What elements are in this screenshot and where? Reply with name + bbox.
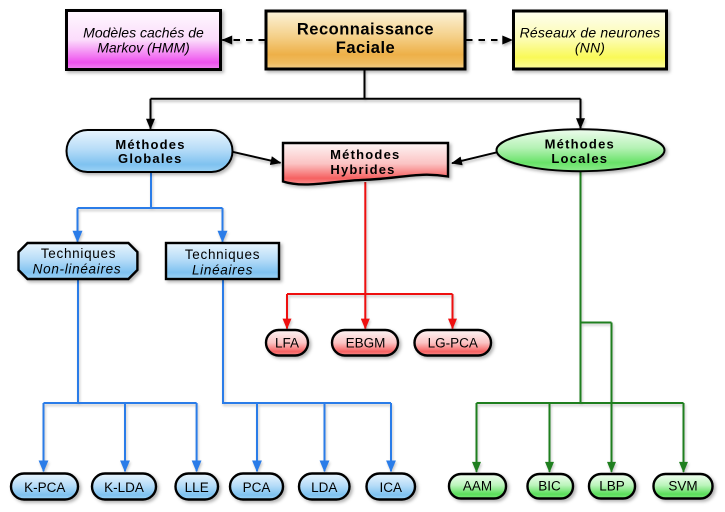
svg-text:ICA: ICA [379, 480, 402, 495]
svg-text:Méthodes: Méthodes [545, 137, 615, 152]
svg-text:PCA: PCA [243, 480, 271, 495]
svg-text:LDA: LDA [311, 480, 337, 495]
svg-text:Globales: Globales [118, 151, 183, 166]
svg-text:Linéaires: Linéaires [192, 263, 253, 278]
svg-text:EBGM: EBGM [346, 336, 386, 351]
svg-text:K-PCA: K-PCA [24, 480, 65, 495]
svg-text:Reconnaissance: Reconnaissance [297, 20, 434, 38]
svg-text:LLE: LLE [185, 480, 209, 495]
svg-text:Techniques: Techniques [41, 246, 116, 261]
svg-text:LFA: LFA [275, 336, 299, 351]
svg-text:Techniques: Techniques [185, 247, 260, 262]
svg-text:(NN): (NN) [575, 40, 605, 56]
svg-text:AAM: AAM [463, 478, 492, 493]
svg-text:Markov (HMM): Markov (HMM) [97, 40, 190, 56]
svg-text:Hybrides: Hybrides [330, 162, 395, 177]
svg-text:LBP: LBP [599, 478, 625, 493]
svg-text:K-LDA: K-LDA [104, 480, 144, 495]
svg-text:Modèles cachés de: Modèles cachés de [83, 24, 204, 40]
svg-text:Locales: Locales [551, 151, 608, 166]
svg-text:SVM: SVM [668, 478, 697, 493]
svg-text:Non-linéaires: Non-linéaires [33, 262, 122, 277]
svg-text:LG-PCA: LG-PCA [428, 336, 478, 351]
svg-text:Réseaux de neurones: Réseaux de neurones [520, 24, 661, 40]
svg-text:Méthodes: Méthodes [115, 137, 185, 152]
svg-text:Faciale: Faciale [336, 39, 395, 57]
svg-text:BIC: BIC [538, 478, 561, 493]
svg-text:Méthodes: Méthodes [330, 147, 400, 162]
